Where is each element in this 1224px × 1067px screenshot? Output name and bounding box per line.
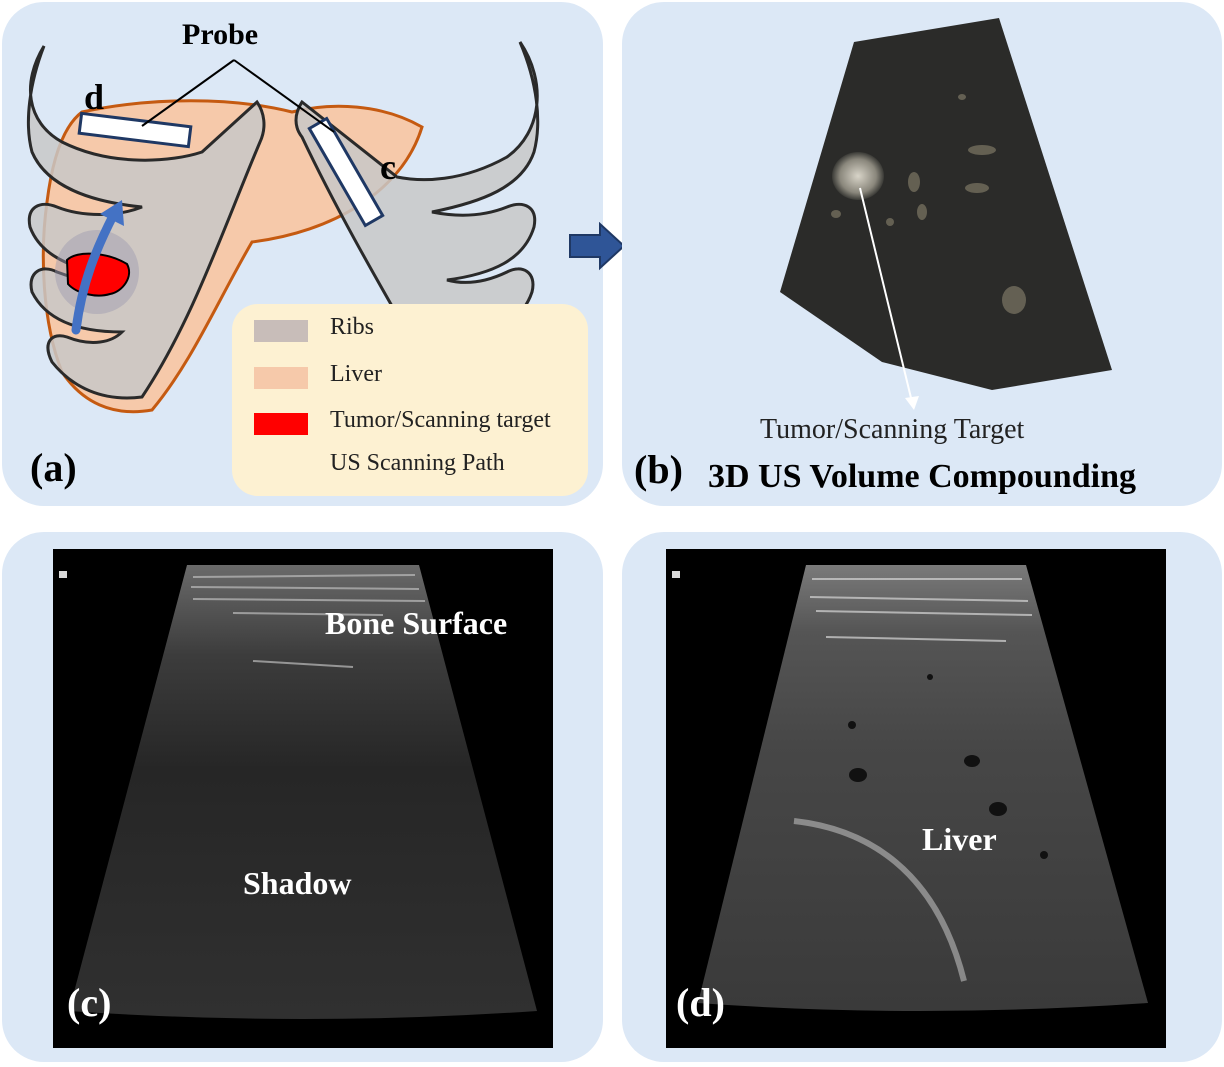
volume-tumor bbox=[832, 152, 884, 200]
panel-d-liver-image: Liver (d) bbox=[622, 532, 1222, 1062]
panel-b-volume-compounding: Tumor/Scanning Target (b) 3D US Volume C… bbox=[622, 2, 1222, 506]
left-rib-cage bbox=[26, 45, 266, 400]
legend-label-scanning-path: US Scanning Path bbox=[330, 450, 505, 476]
volume-slab bbox=[780, 18, 1112, 390]
legend-label-liver: Liver bbox=[330, 361, 382, 387]
ultrasound-fan-d bbox=[672, 565, 1148, 1011]
panel-c-letter: (c) bbox=[67, 980, 112, 1025]
diaphragm-echo bbox=[793, 818, 967, 982]
legend-swatch-tumor bbox=[254, 413, 308, 435]
screen-marker-icon-d bbox=[672, 571, 680, 578]
legend-label-ribs: Ribs bbox=[330, 314, 375, 340]
abdominal-wall-echoes bbox=[809, 578, 1033, 642]
legend-swatch-ribs bbox=[254, 320, 308, 342]
panel-a-letter: (a) bbox=[30, 445, 77, 490]
legend: Ribs Liver Tumor/Scanning target US Scan… bbox=[232, 304, 588, 496]
target-label: Tumor/Scanning Target bbox=[760, 414, 1025, 445]
us-scanning-path-arrowhead bbox=[100, 200, 124, 226]
legend-swatch-liver bbox=[254, 367, 308, 389]
probe-c-label: c bbox=[380, 147, 396, 187]
ultrasound-image-d: Liver (d) bbox=[666, 549, 1166, 1048]
ultrasound-fan-c bbox=[59, 565, 537, 1019]
transition-arrow-icon bbox=[569, 222, 626, 271]
panel-a-rib-cage-diagram: Probe d c Ribs Liver Tumor/Scanning targ… bbox=[2, 2, 603, 506]
ultrasound-image-c: Bone Surface Shadow (c) bbox=[53, 549, 553, 1048]
target-pointer-head bbox=[905, 396, 919, 410]
probe-leader-right bbox=[233, 59, 335, 133]
legend-label-tumor: Tumor/Scanning target bbox=[330, 407, 551, 433]
liver-vessels bbox=[848, 674, 1048, 859]
screen-marker-icon bbox=[59, 571, 67, 578]
fan-region-d bbox=[698, 565, 1148, 1011]
3d-volume-render bbox=[780, 18, 1112, 410]
us-scanning-path-arrow bbox=[71, 209, 119, 335]
panel-b-caption: 3D US Volume Compounding bbox=[708, 458, 1136, 495]
panel-b-letter: (b) bbox=[634, 447, 683, 492]
probe-label: Probe bbox=[182, 18, 259, 51]
probe-leader-left bbox=[141, 59, 235, 127]
probe-d-rect bbox=[77, 111, 193, 149]
volume-speckles bbox=[831, 94, 1026, 314]
liver-label: Liver bbox=[922, 821, 997, 857]
panel-d-letter: (d) bbox=[676, 980, 725, 1025]
bone-surface-label: Bone Surface bbox=[325, 605, 508, 641]
fan-region-c bbox=[69, 565, 537, 1019]
shadow-label: Shadow bbox=[243, 865, 352, 901]
bone-surface-echoes bbox=[190, 574, 426, 668]
probe-c-rect bbox=[307, 116, 385, 228]
target-pointer-line bbox=[859, 187, 913, 403]
probe-d-label: d bbox=[84, 77, 105, 117]
panel-c-rib-shadow-image: Bone Surface Shadow (c) bbox=[2, 532, 603, 1062]
